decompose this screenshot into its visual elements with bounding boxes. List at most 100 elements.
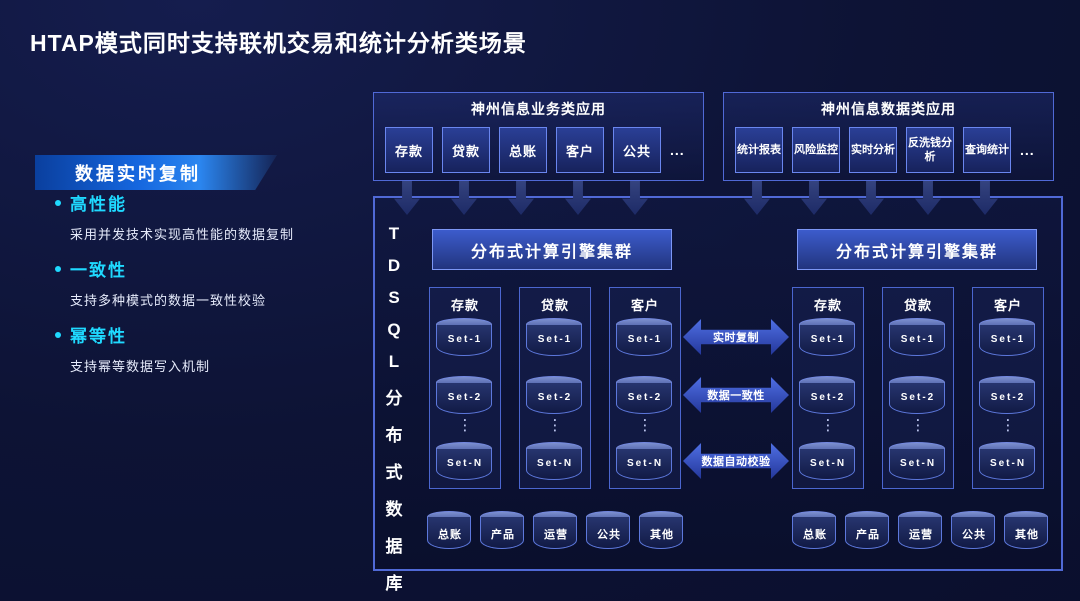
cylinder-body (436, 383, 492, 414)
shard-column: 贷款 Set-1 Set-2 ⋮ Set-N (519, 287, 591, 489)
app-item: 公共 (613, 127, 661, 173)
shard-cluster-left: 存款 Set-1 Set-2 ⋮ Set-N 贷款 Set-1 Set-2 ⋮ … (429, 287, 681, 489)
feature-name: 幂等性 (55, 322, 365, 347)
cylinder-label: Set-1 (810, 334, 846, 345)
cylinder-body (427, 517, 471, 549)
db-cylinder: Set-N (436, 442, 494, 482)
cylinder-body (526, 383, 582, 414)
cylinder-body (979, 325, 1035, 356)
cylinder-body (792, 517, 836, 549)
app-item: 实时分析 (849, 127, 897, 173)
cylinder-label: Set-N (536, 458, 574, 469)
link-realtime-copy: 实时复制 (683, 319, 789, 355)
cylinder-body (1004, 517, 1048, 549)
link-data-validation: 数据自动校验 (683, 443, 789, 479)
page-title: HTAP模式同时支持联机交易和统计分析类场景 (30, 30, 527, 56)
shard-cluster-right: 存款 Set-1 Set-2 ⋮ Set-N 贷款 Set-1 Set-2 ⋮ … (792, 287, 1044, 489)
cylinder-label: Set-1 (900, 334, 936, 345)
bottom-cylinder: 总账 (427, 511, 473, 551)
cylinder-label: Set-2 (537, 392, 573, 403)
cylinder-label: 总账 (803, 529, 827, 541)
feature-item: 高性能 采用并发技术实现高性能的数据复制 (55, 190, 365, 243)
cylinder-body (639, 517, 683, 549)
cylinder-label: 公共 (962, 529, 986, 541)
cylinder-body (526, 449, 582, 480)
app-item: 客户 (556, 127, 604, 173)
db-cylinder: Set-N (889, 442, 947, 482)
app-item: 统计报表 (735, 127, 783, 173)
replication-badge: 数据实时复制 (35, 155, 277, 190)
bottom-cylinder: 公共 (951, 511, 997, 551)
business-apps-panel: 神州信息业务类应用 存款 贷款 总账 客户 公共 ... (373, 92, 704, 181)
feature-name: 高性能 (55, 190, 365, 215)
app-more-ellipsis: ... (1020, 142, 1035, 158)
cylinder-body (586, 517, 630, 549)
vertical-char: T (388, 224, 400, 243)
db-cylinder: Set-1 (616, 318, 674, 358)
feature-desc: 支持多种模式的数据一致性校验 (70, 293, 267, 308)
db-cylinder: Set-2 (979, 376, 1037, 416)
vertical-char: D (387, 256, 401, 275)
cylinder-body (526, 325, 582, 356)
bottom-cylinder: 公共 (586, 511, 632, 551)
shard-column: 客户 Set-1 Set-2 ⋮ Set-N (609, 287, 681, 489)
shard-title: 客户 (630, 298, 659, 313)
shard-column: 存款 Set-1 Set-2 ⋮ Set-N (792, 287, 864, 489)
bottom-cylinder: 总账 (792, 511, 838, 551)
cylinder-label: Set-2 (627, 392, 663, 403)
feature-list: 高性能 采用并发技术实现高性能的数据复制 一致性 支持多种模式的数据一致性校验 … (55, 190, 365, 388)
cylinder-body (889, 325, 945, 356)
cylinder-label: Set-N (989, 458, 1027, 469)
cylinder-body (799, 449, 855, 480)
cylinder-body (616, 383, 672, 414)
cylinder-label: Set-1 (447, 334, 483, 345)
shard-title: 贷款 (903, 298, 932, 313)
shard-title: 存款 (813, 298, 842, 313)
cylinder-label: Set-N (899, 458, 937, 469)
vertical-char: 库 (385, 574, 403, 593)
vertical-char: L (388, 352, 400, 371)
db-cylinder: Set-1 (799, 318, 857, 358)
cylinder-body (889, 449, 945, 480)
cylinder-label: Set-1 (990, 334, 1026, 345)
db-cylinder: Set-2 (616, 376, 674, 416)
cylinder-label: Set-2 (900, 392, 936, 403)
shard-column: 存款 Set-1 Set-2 ⋮ Set-N (429, 287, 501, 489)
link-data-consistency: 数据一致性 (683, 377, 789, 413)
app-item: 存款 (385, 127, 433, 173)
db-cylinder: Set-1 (889, 318, 947, 358)
set-ellipsis: ⋮ (910, 417, 926, 434)
app-item: 贷款 (442, 127, 490, 173)
bottom-db-row-right: 总账 产品 运营 公共 其他 (792, 511, 1050, 551)
set-ellipsis: ⋮ (637, 417, 653, 434)
cylinder-label: Set-N (446, 458, 484, 469)
cylinder-body (799, 383, 855, 414)
data-apps-title: 神州信息数据类应用 (821, 101, 956, 117)
cylinder-body (951, 517, 995, 549)
app-more-ellipsis: ... (670, 142, 685, 158)
cylinder-label: 产品 (491, 529, 515, 541)
vertical-char: 分 (385, 389, 403, 408)
feature-desc: 采用并发技术实现高性能的数据复制 (70, 227, 295, 242)
feature-name-text: 幂等性 (70, 327, 127, 346)
db-cylinder: Set-N (526, 442, 584, 482)
cylinder-label: Set-2 (810, 392, 846, 403)
set-ellipsis: ⋮ (457, 417, 473, 434)
cylinder-label: 运营 (909, 529, 933, 541)
cylinder-body (799, 325, 855, 356)
bottom-cylinder: 运营 (898, 511, 944, 551)
db-cylinder: Set-1 (436, 318, 494, 358)
cylinder-label: Set-N (809, 458, 847, 469)
cylinder-body (436, 325, 492, 356)
app-item: 风险监控 (792, 127, 840, 173)
vertical-char: 布 (385, 426, 403, 445)
db-cylinder: Set-2 (526, 376, 584, 416)
vertical-char: Q (387, 320, 401, 339)
bottom-cylinder: 运营 (533, 511, 579, 551)
shard-title: 贷款 (540, 298, 569, 313)
cylinder-label: 其他 (1015, 529, 1039, 541)
db-cylinder: Set-1 (979, 318, 1037, 358)
app-item: 反洗钱分析 (906, 127, 954, 173)
db-cylinder: Set-N (979, 442, 1037, 482)
